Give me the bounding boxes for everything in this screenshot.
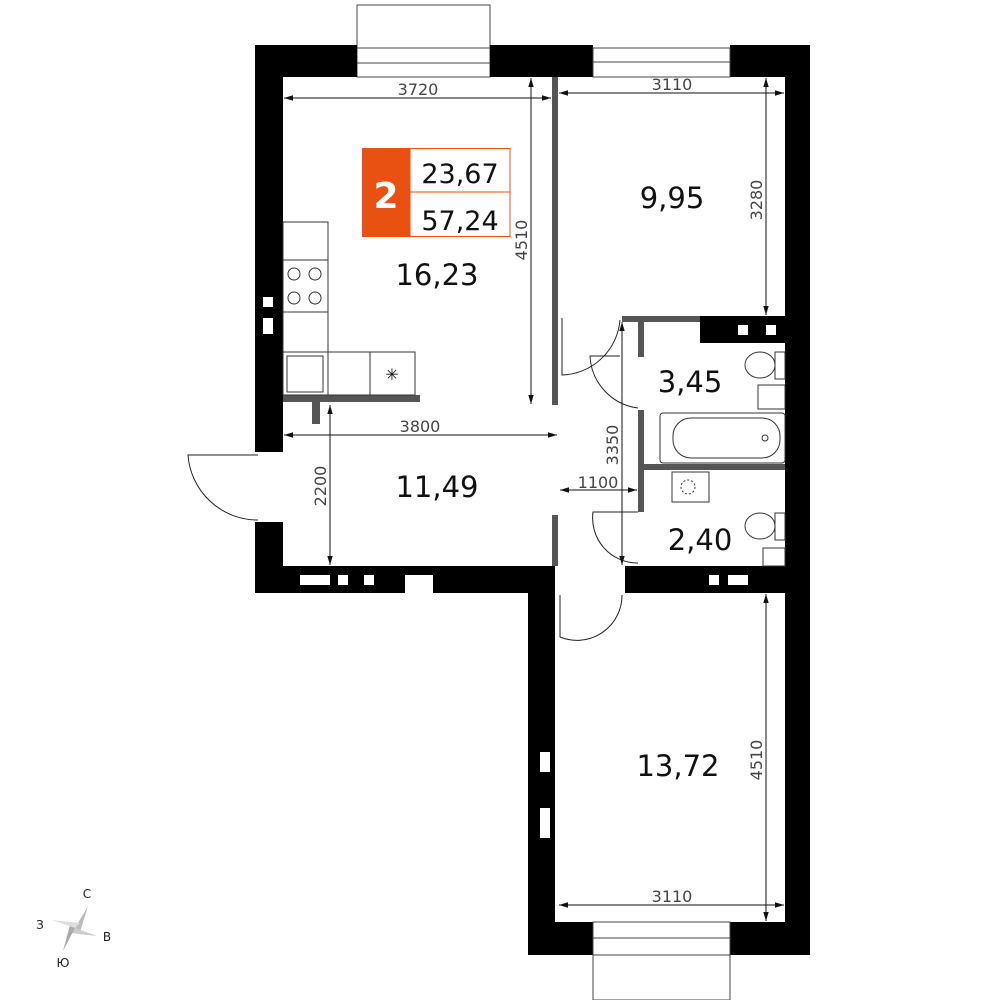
interior-partitions xyxy=(283,77,785,566)
total-area: 57,24 xyxy=(421,206,498,237)
dim-corridor-length: 3350 xyxy=(603,425,622,466)
dim-hallway-depth: 2200 xyxy=(311,466,330,507)
area-kitchen: 16,23 xyxy=(395,258,478,292)
compass-east: В xyxy=(103,930,111,944)
toilet-icon xyxy=(744,512,776,540)
compass-south: Ю xyxy=(57,956,70,970)
fridge-icon: ✳ xyxy=(385,365,398,384)
room-areas: 16,23 9,95 3,45 11,49 2,40 13,72 xyxy=(395,181,732,783)
area-wc: 2,40 xyxy=(668,523,733,557)
toilet-icon xyxy=(744,351,776,379)
compass-west: З xyxy=(36,918,44,932)
sink-icon xyxy=(286,355,324,393)
area-bathroom: 3,45 xyxy=(658,365,723,399)
bathroom-fixtures xyxy=(659,351,786,567)
area-bedroom-small: 9,95 xyxy=(640,181,705,215)
rooms-count: 2 xyxy=(373,176,398,217)
compass-rose-icon: С В Ю З xyxy=(36,887,111,970)
dim-corridor-width: 1100 xyxy=(578,473,619,492)
wall-vents xyxy=(263,297,776,838)
dim-kitchen-depth: 4510 xyxy=(512,220,531,261)
compass-north: С xyxy=(83,887,91,901)
area-bedroom-large: 13,72 xyxy=(636,749,719,783)
kitchen-set: ✳ xyxy=(282,221,416,396)
window-top-left xyxy=(356,4,491,78)
dim-bedroom-large-depth: 4510 xyxy=(747,740,766,781)
dim-kitchen-width: 3720 xyxy=(398,80,439,99)
dimension-lines xyxy=(284,78,784,921)
dim-bedroom-large-width: 3110 xyxy=(652,887,693,906)
dim-hallway-width: 3800 xyxy=(400,417,441,436)
washbasin-icon xyxy=(757,384,786,410)
window-bottom xyxy=(592,921,731,1000)
living-area: 23,67 xyxy=(421,159,498,190)
window-top-right xyxy=(592,47,731,78)
exterior-walls xyxy=(255,45,810,955)
dimension-labels: 3720 3110 4510 3280 3800 2200 3350 1100 … xyxy=(311,75,766,906)
dim-bedroom-small-depth: 3280 xyxy=(747,180,766,221)
dim-bedroom-small-width: 3110 xyxy=(652,75,693,94)
apartment-summary-badge: 2 23,67 57,24 xyxy=(362,148,511,237)
area-hallway: 11,49 xyxy=(395,470,478,504)
doors xyxy=(187,318,639,641)
